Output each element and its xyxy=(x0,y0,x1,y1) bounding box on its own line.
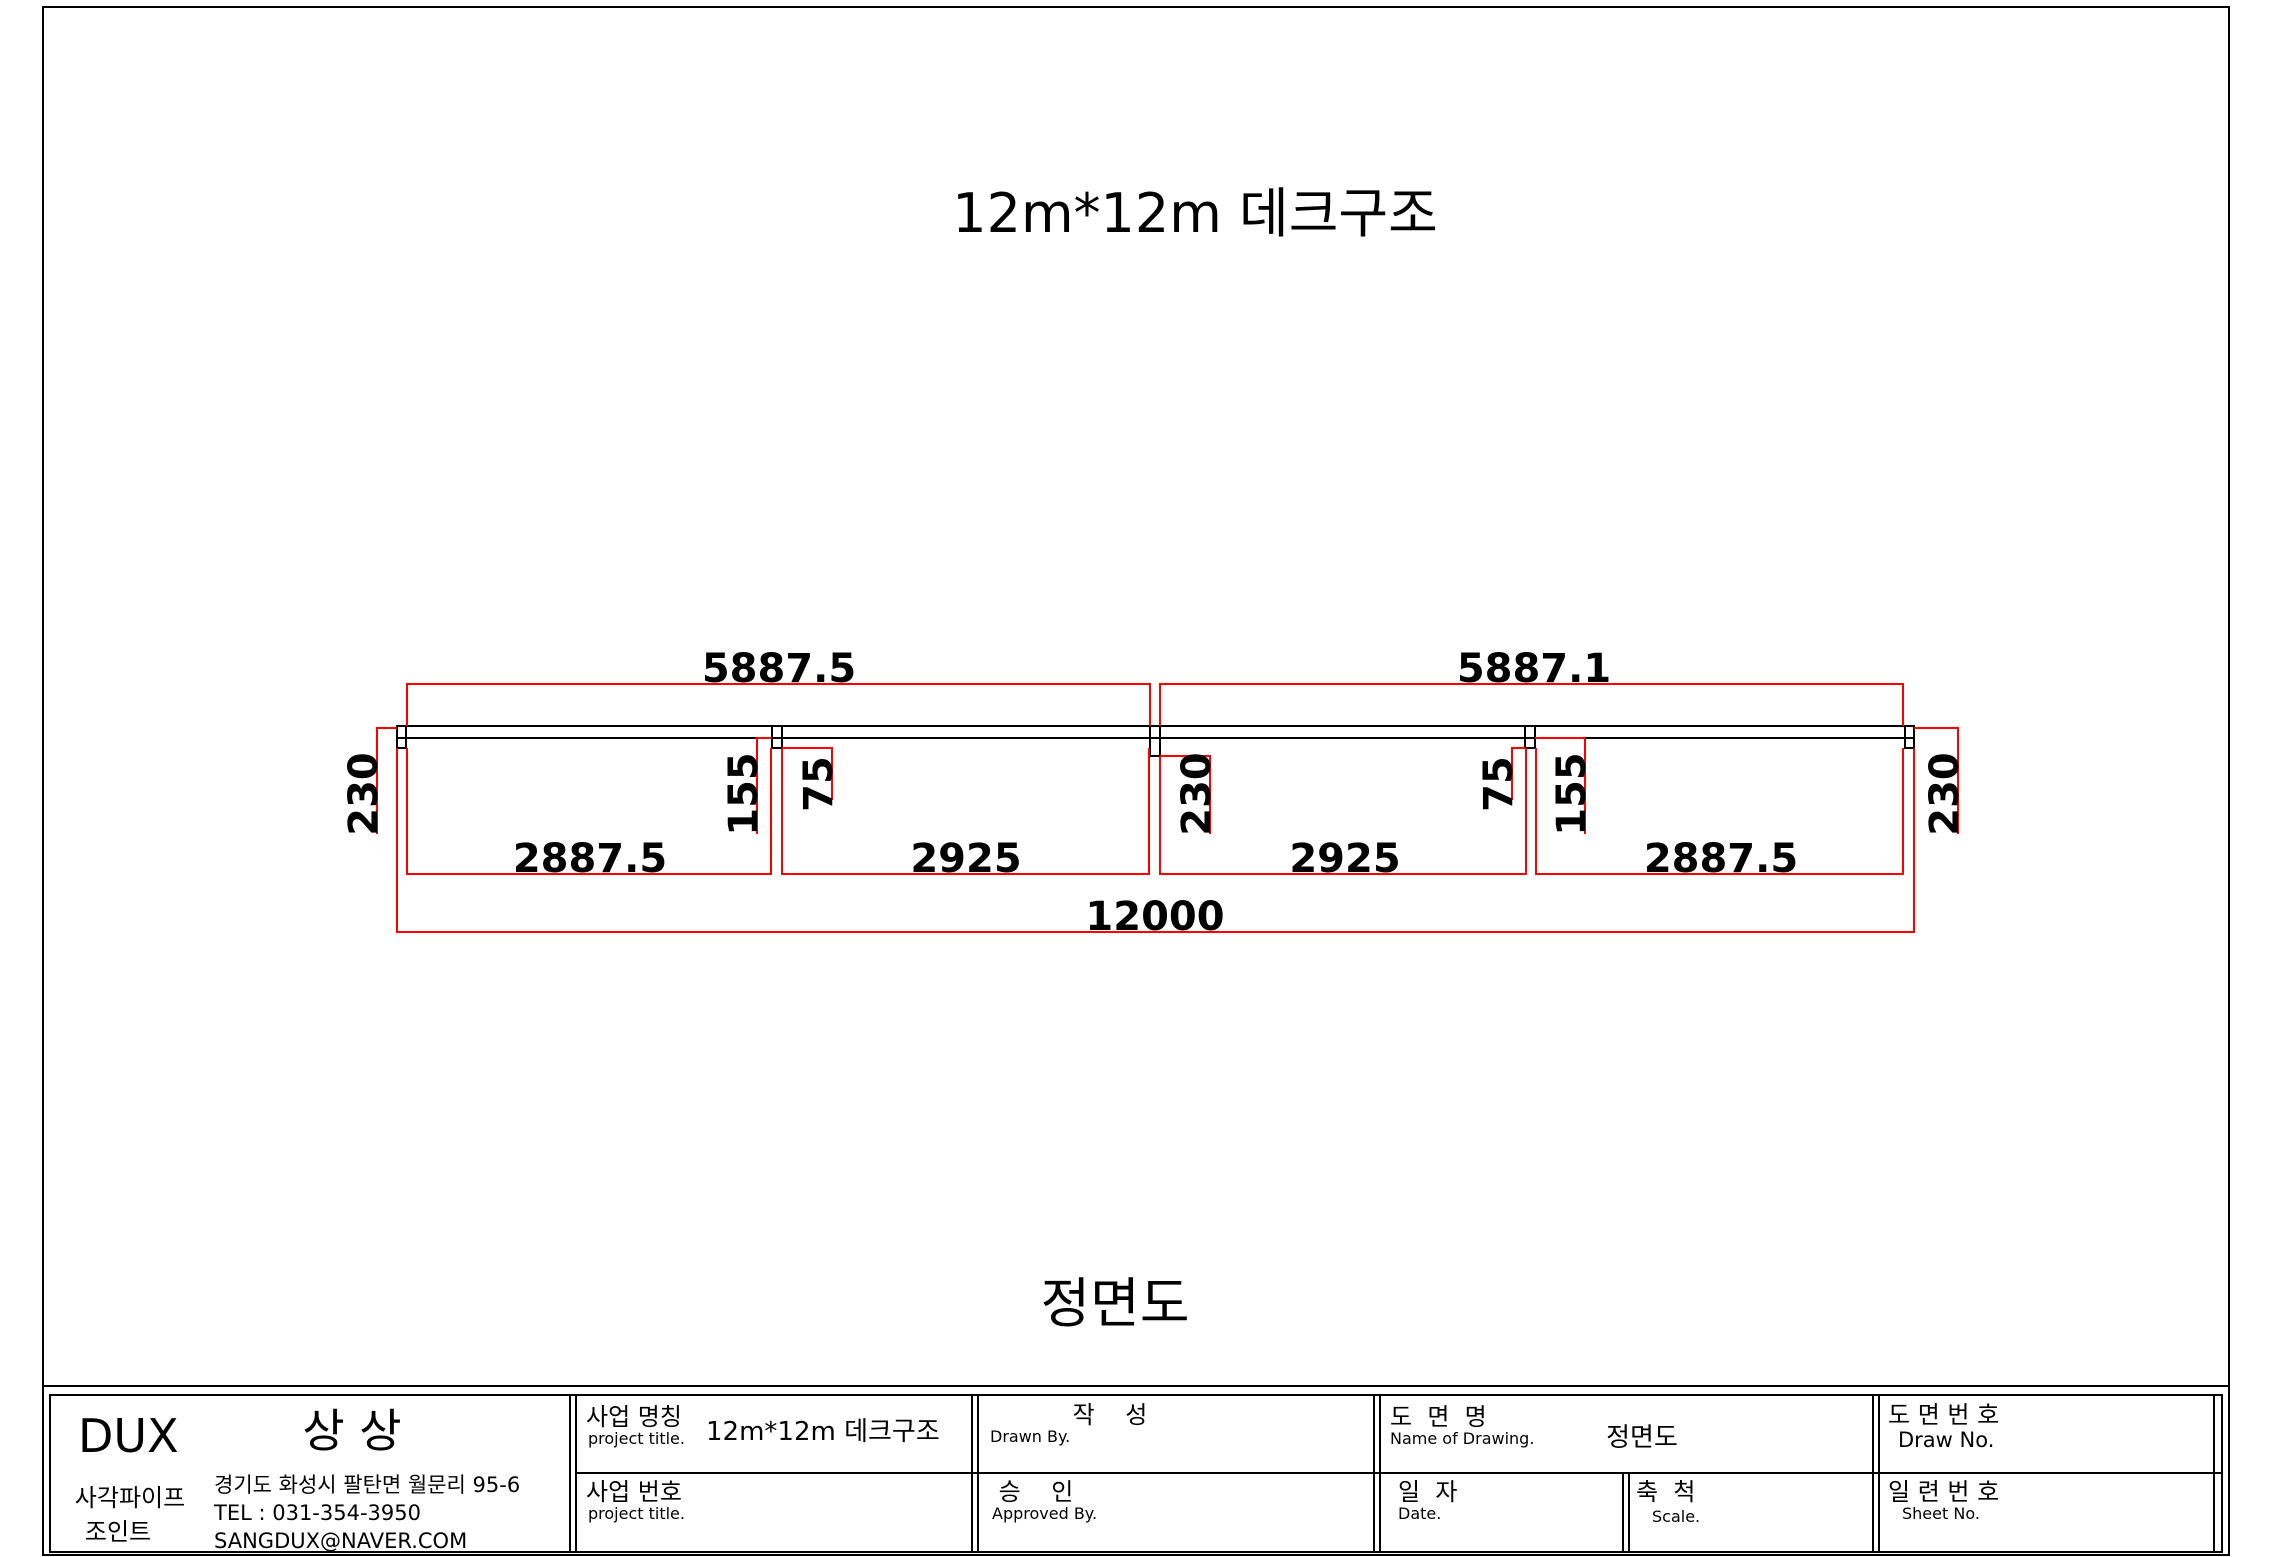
scale-sub: Scale. xyxy=(1652,1507,1700,1526)
company-product-line1: 사각파이프 xyxy=(75,1484,185,1512)
dim-left-height: 230 xyxy=(341,752,387,836)
dim-line-span-4 xyxy=(1535,748,1904,875)
sheet-no-label: 일 련 번 호 xyxy=(1888,1478,1999,1506)
deck-structure xyxy=(396,725,1915,757)
drawn-label: 작 성 xyxy=(1073,1401,1148,1429)
dim-span-2: 2925 xyxy=(910,836,1021,882)
dim-line-span-1 xyxy=(406,748,772,875)
dim-line-overall xyxy=(396,748,1915,933)
dimension-lines xyxy=(376,683,1959,933)
dim-line-span-3 xyxy=(1159,748,1527,875)
sheet-no-sub: Sheet No. xyxy=(1902,1504,1980,1523)
company-tel: TEL : 031-354-3950 xyxy=(213,1501,421,1525)
drawing-title: 12m*12m 데크구조 xyxy=(952,182,1438,245)
dim-line-top-right xyxy=(1159,683,1904,726)
dim-line-left-230 xyxy=(376,727,397,834)
drawing-name-value: 정면도 xyxy=(1606,1423,1678,1453)
dim-right-height: 230 xyxy=(1922,752,1968,836)
drawing-name-label: 도 면 명 xyxy=(1390,1403,1487,1431)
date-label: 일 자 xyxy=(1398,1478,1457,1506)
date-sub: Date. xyxy=(1398,1504,1441,1523)
dim-155-right: 155 xyxy=(1549,752,1595,836)
project-name-sub: project title. xyxy=(588,1429,685,1448)
project-no-sub: project title. xyxy=(588,1504,685,1523)
dim-span-1: 2887.5 xyxy=(513,836,667,882)
title-block xyxy=(43,1385,2229,1553)
draw-no-sub: Draw No. xyxy=(1898,1428,1994,1452)
project-no-label: 사업 번호 xyxy=(586,1478,682,1506)
dim-75-right: 75 xyxy=(1476,756,1522,812)
project-name-label: 사업 명칭 xyxy=(586,1403,682,1431)
company-email: SANGDUX@NAVER.COM xyxy=(214,1529,467,1553)
dim-155-left: 155 xyxy=(721,752,767,836)
dim-line-75-left xyxy=(782,747,833,800)
dim-span-3: 2925 xyxy=(1289,836,1400,882)
page-border xyxy=(42,6,2230,1556)
post-3 xyxy=(1149,725,1161,757)
dim-line-75-right xyxy=(1511,747,1525,800)
dim-top-right: 5887.1 xyxy=(1457,646,1611,692)
project-name-value: 12m*12m 데크구조 xyxy=(706,1417,940,1447)
post-5 xyxy=(1904,725,1915,749)
approved-label: 승 인 xyxy=(999,1478,1074,1506)
dim-line-155-right xyxy=(1535,737,1586,834)
dim-overall: 12000 xyxy=(1085,894,1224,940)
draw-no-label: 도 면 번 호 xyxy=(1888,1401,1999,1429)
company-product-line2: 조인트 xyxy=(85,1518,151,1546)
dim-75-left: 75 xyxy=(796,756,842,812)
drawing-name-sub: Name of Drawing. xyxy=(1390,1429,1534,1448)
dim-line-155-left xyxy=(756,737,772,834)
dim-top-left: 5887.5 xyxy=(702,646,856,692)
post-1 xyxy=(396,725,407,749)
approved-sub: Approved By. xyxy=(992,1504,1097,1523)
dim-line-230-mid xyxy=(1160,755,1211,834)
dim-line-top-left xyxy=(406,683,1151,726)
dim-line-span-2 xyxy=(781,748,1150,875)
dim-230-mid: 230 xyxy=(1174,752,1220,836)
view-name: 정면도 xyxy=(1040,1272,1189,1335)
company-logo: DUX xyxy=(78,1409,179,1463)
company-address: 경기도 화성시 팔탄면 월문리 95-6 xyxy=(214,1473,520,1497)
company-name: 상 상 xyxy=(302,1404,401,1458)
dim-line-right-230 xyxy=(1914,727,1959,834)
drawn-sub: Drawn By. xyxy=(990,1427,1070,1446)
dim-span-4: 2887.5 xyxy=(1644,836,1798,882)
scale-label: 축 척 xyxy=(1636,1478,1695,1506)
